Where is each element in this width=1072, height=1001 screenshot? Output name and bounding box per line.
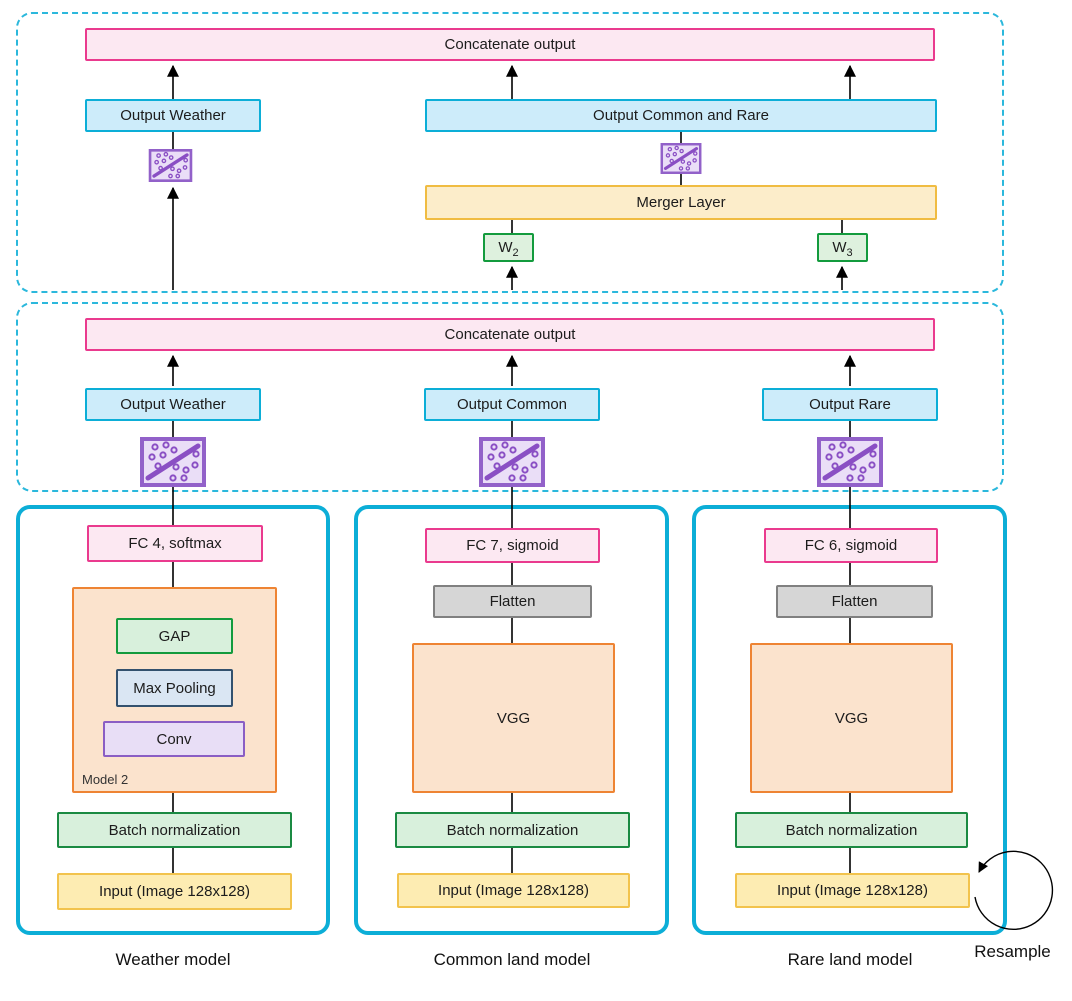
rare-batch-norm-box: Batch normalization xyxy=(735,812,968,848)
vgg-rare-box: VGG xyxy=(750,643,953,793)
flatten-rare-box: Flatten xyxy=(776,585,933,618)
scatter-classifier-icon xyxy=(479,437,545,487)
fc-sigmoid-common-label: FC 7, sigmoid xyxy=(466,537,559,554)
scatter-classifier-icon xyxy=(817,437,883,487)
scatter-classifier-icon xyxy=(140,437,206,487)
output-common-box: Output Common xyxy=(424,388,600,421)
merger-layer-box: Merger Layer xyxy=(425,185,937,220)
model2-group-label: Model 2 xyxy=(82,772,129,787)
flatten-rare-label: Flatten xyxy=(831,593,878,610)
rare-input-label: Input (Image 128x128) xyxy=(777,882,928,899)
flatten-common-label: Flatten xyxy=(489,593,536,610)
concatenate-output-top-label: Concatenate output xyxy=(444,36,576,53)
merger-layer-label: Merger Layer xyxy=(636,194,726,211)
common-input-label: Input (Image 128x128) xyxy=(438,882,589,899)
w3-label: W xyxy=(832,239,847,256)
top-ensemble-frame xyxy=(16,12,1004,293)
resample-caption: Resample xyxy=(974,942,1051,961)
fc-sigmoid-common-box: FC 7, sigmoid xyxy=(425,528,600,563)
output-weather-mid-box: Output Weather xyxy=(85,388,261,421)
w3-subscript: 3 xyxy=(846,247,853,259)
output-weather-top-label: Output Weather xyxy=(120,107,226,124)
rare-input-box: Input (Image 128x128) xyxy=(735,873,970,908)
concatenate-output-mid-box: Concatenate output xyxy=(85,318,935,351)
output-rare-label: Output Rare xyxy=(809,396,891,413)
common-batch-norm-label: Batch normalization xyxy=(446,821,579,839)
vgg-common-box: VGG xyxy=(412,643,615,793)
output-common-label: Output Common xyxy=(456,396,568,413)
conv-label: Conv xyxy=(156,730,192,748)
conv-box: Conv xyxy=(103,721,245,757)
output-weather-top-box: Output Weather xyxy=(85,99,261,132)
fc-sigmoid-rare-label: FC 6, sigmoid xyxy=(804,537,898,554)
scatter-classifier-icon xyxy=(148,149,193,182)
rare-model-caption: Rare land model xyxy=(787,950,913,969)
vgg-rare-label: VGG xyxy=(834,709,869,727)
w2-subscript: 2 xyxy=(512,247,519,259)
flatten-common-box: Flatten xyxy=(433,585,592,618)
common-model-caption: Common land model xyxy=(433,950,591,969)
rare-batch-norm-label: Batch normalization xyxy=(785,821,918,839)
weather-input-label: Input (Image 128x128) xyxy=(99,883,250,900)
fc-softmax-box: FC 4, softmax xyxy=(87,525,263,562)
weather-model-caption: Weather model xyxy=(115,950,231,969)
output-common-rare-label: Output Common and Rare xyxy=(593,107,769,124)
common-batch-norm-box: Batch normalization xyxy=(395,812,630,848)
common-input-box: Input (Image 128x128) xyxy=(397,873,630,908)
weather-input-box: Input (Image 128x128) xyxy=(57,873,292,910)
max-pooling-box: Max Pooling xyxy=(116,669,233,707)
max-pooling-label: Max Pooling xyxy=(133,679,216,697)
scatter-classifier-icon xyxy=(660,143,702,174)
weather-batch-norm-box: Batch normalization xyxy=(57,812,292,848)
gap-box: GAP xyxy=(116,618,233,654)
w2-label: W xyxy=(498,239,513,256)
fc-sigmoid-rare-box: FC 6, sigmoid xyxy=(764,528,938,563)
weather-batch-norm-label: Batch normalization xyxy=(108,821,241,839)
output-rare-box: Output Rare xyxy=(762,388,938,421)
output-weather-mid-label: Output Weather xyxy=(120,396,226,413)
gap-label: GAP xyxy=(158,627,191,645)
fc-softmax-label: FC 4, softmax xyxy=(128,535,222,552)
vgg-common-label: VGG xyxy=(496,709,531,727)
middle-ensemble-frame xyxy=(16,302,1004,492)
concatenate-output-mid-label: Concatenate output xyxy=(444,326,576,343)
output-common-rare-box: Output Common and Rare xyxy=(425,99,937,132)
concatenate-output-top-box: Concatenate output xyxy=(85,28,935,61)
